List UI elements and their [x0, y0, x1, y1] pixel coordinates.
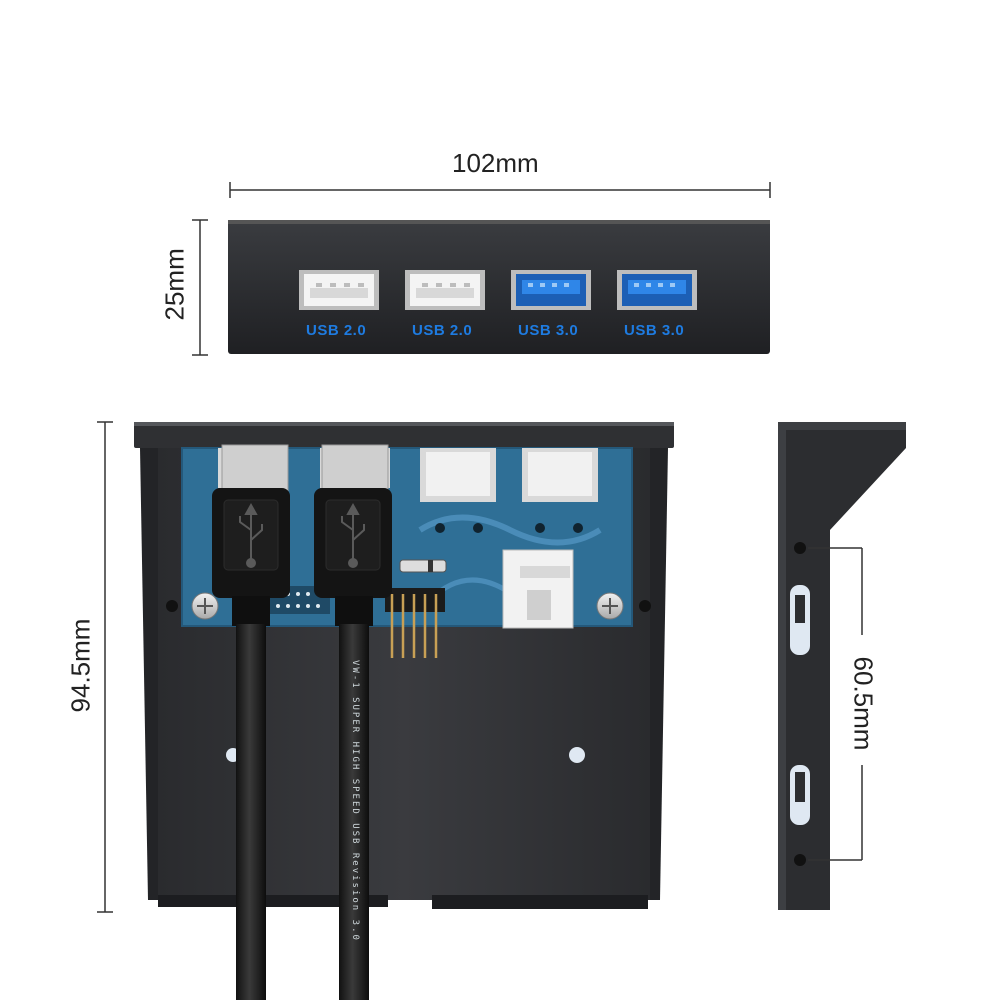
usb-logo-icon [341, 502, 365, 568]
front-height-dimension-label: 25mm [159, 248, 190, 321]
hole-spacing-dimension-label: 60.5mm [848, 656, 879, 751]
width-dimension-line [229, 182, 771, 198]
usb3-port-2 [617, 270, 697, 310]
hole-spacing-dimension-line [808, 547, 863, 861]
usb2-port-2 [405, 270, 485, 310]
cable-print-text: VW-1 SUPER HIGH SPEED USB Revision 3.0 [350, 660, 360, 942]
usb2-port-2-label: USB 2.0 [412, 322, 473, 339]
usb-logo-icon [239, 502, 263, 568]
front-panel [228, 220, 770, 354]
usb2-port-1 [299, 270, 379, 310]
usb3-port-2-label: USB 3.0 [624, 322, 685, 339]
usb2-port-1-label: USB 2.0 [306, 322, 367, 339]
usb3-port-1 [511, 270, 591, 310]
depth-dimension-line [97, 421, 113, 913]
depth-dimension-label: 94.5mm [65, 618, 96, 713]
usb3-port-1-label: USB 3.0 [518, 322, 579, 339]
front-height-dimension-line [192, 219, 208, 356]
width-dimension-label: 102mm [452, 148, 539, 178]
pcb-board [181, 447, 633, 658]
usb-cable-left [212, 444, 290, 1000]
side-bracket [778, 422, 906, 910]
